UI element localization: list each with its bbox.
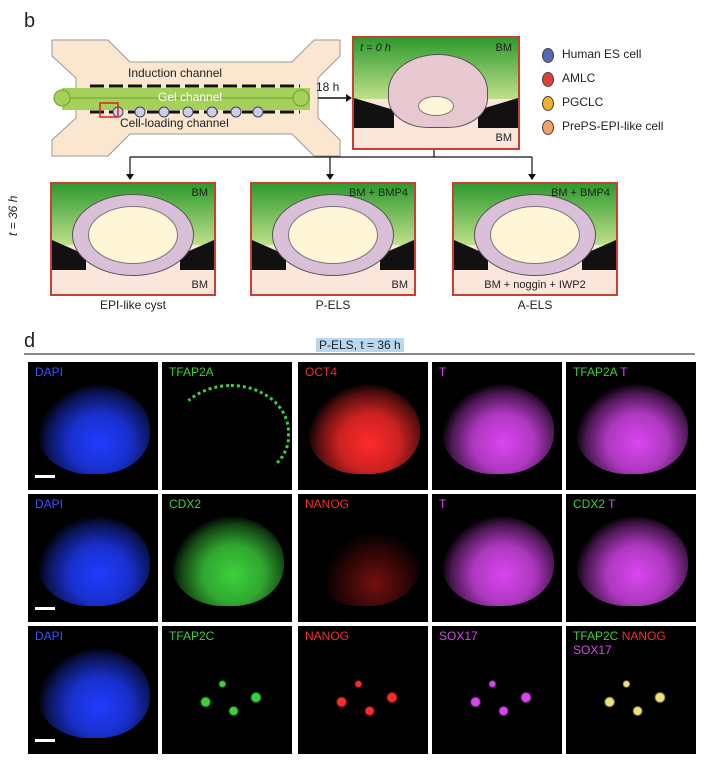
cell-loading-channel-label: Cell-loading channel [120, 116, 229, 130]
micrograph-panel: DAPI [28, 494, 158, 622]
stain-label: TFAP2C [169, 629, 214, 643]
box-top-medium: BM + BMP4 [551, 187, 610, 199]
stain-label: NANOG [305, 629, 349, 643]
box-caption: P-ELS [250, 298, 416, 312]
micrograph-panel: SOX17 [432, 626, 562, 754]
stain-label: CDX2 T [573, 497, 615, 511]
panel-d-header: P-ELS, t = 36 h [316, 338, 404, 352]
fluorescence-signal [576, 516, 688, 606]
stain-label: T [439, 497, 446, 511]
box-bottom-medium: BM [392, 279, 409, 291]
scale-bar [35, 739, 55, 742]
fluorescence-signal [172, 516, 284, 606]
stain-label: TFAP2A [169, 365, 214, 379]
fluorescence-signal [172, 648, 284, 738]
t36-schematic-box: BM BM [50, 182, 216, 296]
micrograph-panel: TFAP2A T [566, 362, 696, 490]
box-top-medium: BM [192, 187, 209, 199]
panel-d-letter: d [24, 330, 35, 353]
fluorescence-signal [172, 384, 290, 480]
box-bottom-medium: BM + noggin + IWP2 [454, 279, 616, 291]
fluorescence-signal [38, 384, 150, 474]
fluorescence-signal [38, 648, 150, 738]
stain-label: DAPI [35, 365, 63, 379]
fluorescence-signal [308, 516, 420, 606]
scale-bar [35, 607, 55, 610]
legend-label: AMLC [562, 71, 595, 85]
fluorescence-signal [576, 648, 688, 738]
arrow-time-label: 18 h [316, 80, 339, 94]
box-caption: EPI-like cyst [50, 298, 216, 312]
stain-label: T [439, 365, 446, 379]
t0-bm-top: BM [496, 42, 513, 54]
legend-swatch-icon [542, 96, 554, 111]
legend-item: PrePS-EPI-like cell [538, 114, 708, 138]
micrograph-panel: T [432, 362, 562, 490]
fluorescence-signal [442, 516, 554, 606]
box-caption: A-ELS [452, 298, 618, 312]
fluorescence-signal [308, 648, 420, 738]
box-bottom-medium: BM [192, 279, 209, 291]
micrograph-panel: OCT4 [298, 362, 428, 490]
t0-schematic-box: t = 0 h BM BM [352, 36, 520, 150]
t0-time-label: t = 0 h [360, 42, 391, 54]
micrograph-panel: DAPI [28, 626, 158, 754]
legend-label: Human ES cell [562, 47, 641, 61]
fluorescence-signal [308, 384, 420, 474]
panel-b-letter: b [24, 10, 35, 33]
legend-swatch-icon [542, 120, 554, 135]
legend-label: PrePS-EPI-like cell [562, 119, 663, 133]
stain-label: CDX2 [169, 497, 201, 511]
micrograph-panel: TFAP2C [162, 626, 292, 754]
micrograph-panel: NANOG [298, 494, 428, 622]
fluorescence-signal [442, 384, 554, 474]
stain-label: SOX17 [439, 629, 478, 643]
micrograph-panel: CDX2 T [566, 494, 696, 622]
stain-label: NANOG [305, 497, 349, 511]
fluorescence-signal [38, 516, 150, 606]
micrograph-panel: DAPI [28, 362, 158, 490]
micrograph-panel: TFAP2A [162, 362, 292, 490]
legend-item: PGCLC [538, 90, 708, 114]
t0-bm-bottom: BM [496, 132, 513, 144]
legend-item: AMLC [538, 66, 708, 90]
fluorescence-signal [576, 384, 688, 474]
legend-item: Human ES cell [538, 42, 708, 66]
legend-label: PGCLC [562, 95, 603, 109]
micrograph-panel: T [432, 494, 562, 622]
stain-label: OCT4 [305, 365, 337, 379]
micrograph-panel: NANOG [298, 626, 428, 754]
stain-label: TFAP2A T [573, 365, 627, 379]
scale-bar [35, 475, 55, 478]
micrograph-panel: CDX2 [162, 494, 292, 622]
induction-channel-label: Induction channel [128, 66, 222, 80]
side-time-label: t = 36 h [6, 196, 20, 236]
stain-label: DAPI [35, 629, 63, 643]
fluorescence-signal [442, 648, 554, 738]
gel-channel-label: Gel channel [158, 90, 222, 104]
stain-label: DAPI [35, 497, 63, 511]
t36-schematic-box: BM + BMP4 BM + noggin + IWP2 [452, 182, 618, 296]
legend-swatch-icon [542, 48, 554, 63]
legend-swatch-icon [542, 72, 554, 87]
box-top-medium: BM + BMP4 [349, 187, 408, 199]
